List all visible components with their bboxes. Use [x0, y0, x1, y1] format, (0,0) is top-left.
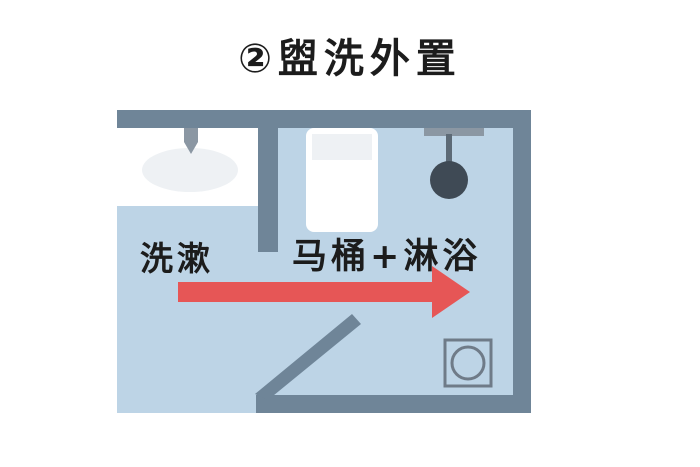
- partition-wall: [258, 110, 278, 252]
- wash-zone-label: 洗漱: [140, 239, 214, 278]
- toilet-shower-zone-label: 马桶+淋浴: [292, 237, 482, 277]
- flow-arrow-icon: [178, 266, 470, 318]
- sink-icon: [117, 128, 260, 206]
- floor-drain-icon: [443, 338, 493, 388]
- outer-walls: [117, 110, 531, 413]
- door-panel: [255, 314, 361, 400]
- toilet-icon: [306, 128, 378, 232]
- diagram-title: ②盥洗外置: [238, 36, 462, 82]
- shower-head-icon: [424, 128, 484, 199]
